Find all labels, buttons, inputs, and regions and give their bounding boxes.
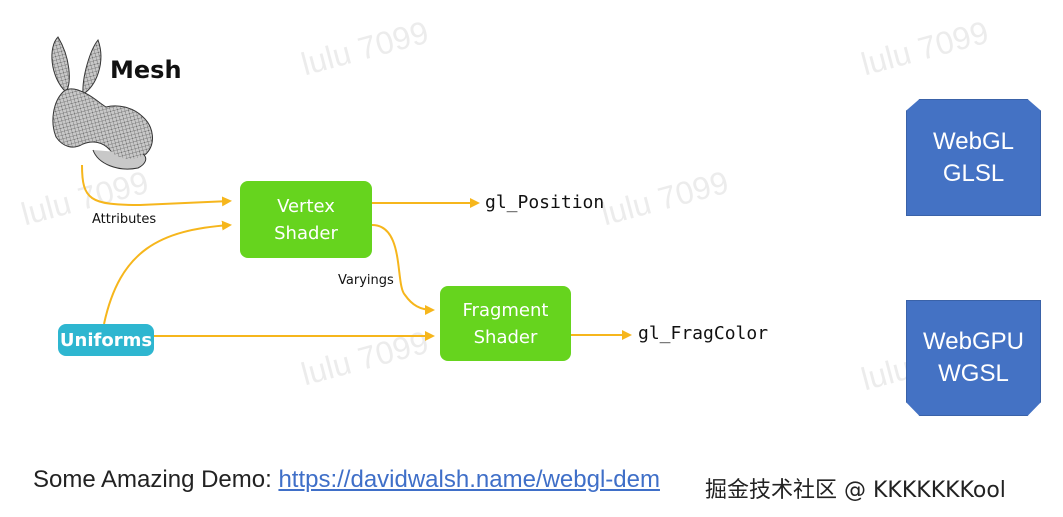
demo-prefix: Some Amazing Demo:	[33, 466, 279, 493]
gl-position-output: gl_Position	[485, 192, 605, 213]
uniforms-node: Uniforms	[58, 324, 154, 356]
webgl-label: WebGL	[933, 127, 1014, 155]
vertex-shader-label-line2: Shader	[274, 222, 338, 244]
fragment-shader-label-line1: Fragment	[462, 299, 549, 321]
glsl-label: GLSL	[942, 159, 1005, 187]
webgpu-label: WebGPU	[923, 328, 1024, 355]
fragment-shader-label-line2: Shader	[473, 326, 538, 348]
varyings-edge-label: Varyings	[338, 273, 394, 288]
credit-watermark: 掘金技术社区 @ KKKKKKKool	[705, 478, 1006, 503]
webgl-glsl-box: WebGL GLSL	[906, 99, 1041, 216]
edge-uniforms-to-vertex	[103, 220, 232, 325]
mesh-label: Mesh	[110, 56, 182, 84]
wgsl-label: WGSL	[938, 360, 1009, 387]
demo-line: Some Amazing Demo: https://davidwalsh.na…	[33, 466, 660, 494]
attributes-edge-label: Attributes	[92, 212, 157, 227]
fragment-shader-node: Fragment Shader	[440, 286, 571, 361]
vertex-shader-label-line1: Vertex	[277, 195, 335, 217]
bunny-mesh-icon	[51, 36, 153, 170]
edge-vertex-to-fragment	[371, 224, 435, 315]
gl-fragcolor-output: gl_FragColor	[638, 323, 769, 344]
demo-link[interactable]: https://davidwalsh.name/webgl-dem	[278, 466, 660, 493]
vertex-shader-node: Vertex Shader	[240, 181, 372, 258]
webgpu-wgsl-box: WebGPU WGSL	[906, 300, 1041, 416]
edge-mesh-to-vertex	[81, 164, 232, 207]
